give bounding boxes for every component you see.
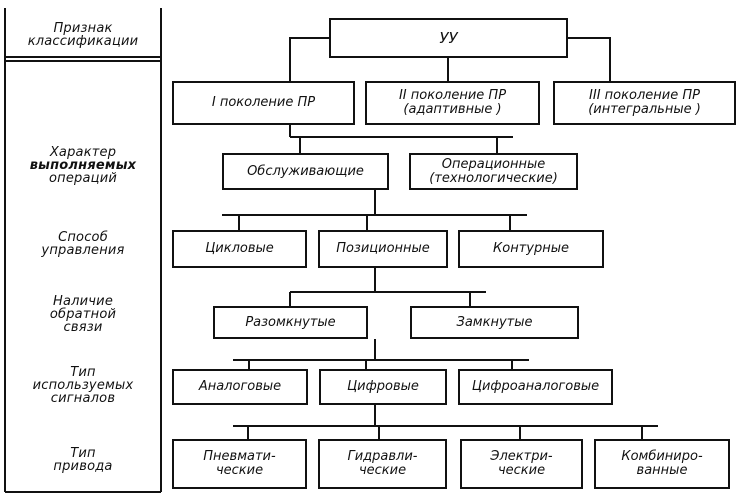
label-feedback-line-2: обратной <box>49 307 117 322</box>
node-technological-line-2: (технологические) <box>429 170 558 186</box>
node-pneumatic-line-1: Пневмати- <box>203 449 276 464</box>
label-signals-line-1: Тип <box>70 365 96 380</box>
node-generation-2-line-2: (адаптивные ) <box>403 102 502 117</box>
node-electric-line-1: Электри- <box>490 449 553 464</box>
node-generation-3-line-2: (интегральные ) <box>588 102 701 117</box>
node-closed-loop: Замкнутые <box>410 306 579 339</box>
node-hydraulic-line-2: ческие <box>358 463 407 478</box>
node-positional-text: Позиционные <box>336 241 430 256</box>
label-operations-line-2: выполняемых <box>29 158 137 173</box>
node-root-uu: УУ <box>329 18 568 58</box>
header-label: Признак классификации <box>6 22 160 48</box>
node-combined: Комбиниро- ванные <box>594 439 730 489</box>
label-signals-line-3: сигналов <box>50 391 116 406</box>
node-electric-line-2: ческие <box>497 463 546 478</box>
label-feedback-line-1: Наличие <box>52 294 114 309</box>
label-control-line-1: Способ <box>58 230 108 245</box>
node-closed-loop-text: Замкнутые <box>456 314 533 330</box>
label-drive-line-1: Тип <box>70 446 96 461</box>
node-digital-text: Цифровые <box>347 379 419 394</box>
node-hybrid-text: Цифроаналоговые <box>471 379 600 394</box>
node-open-loop-text: Разомкнутые <box>245 314 336 330</box>
node-analog: Аналоговые <box>172 369 308 405</box>
node-technological: Операционные (технологические) <box>409 153 578 190</box>
node-digital: Цифровые <box>319 369 447 405</box>
node-contour-text: Контурные <box>493 241 569 256</box>
node-hybrid: Цифроаналоговые <box>458 369 613 405</box>
node-cyclic: Цикловые <box>172 230 307 268</box>
label-operations-line-3: операций <box>48 171 117 186</box>
node-cyclic-text: Цикловые <box>205 241 274 256</box>
header-line-2: классификации <box>27 34 139 49</box>
label-operations-line-1: Характер <box>49 145 117 160</box>
node-generation-2-line-1: II поколение ПР <box>398 88 507 103</box>
node-contour: Контурные <box>458 230 604 268</box>
node-generation-3-line-1: III поколение ПР <box>589 88 700 103</box>
node-generation-1-text: I поколение ПР <box>211 95 316 110</box>
node-hydraulic: Гидравли- ческие <box>318 439 447 489</box>
node-generation-3: III поколение ПР (интегральные ) <box>553 81 736 125</box>
node-hydraulic-line-1: Гидравли- <box>347 449 418 464</box>
label-feedback-line-3: связи <box>63 320 103 335</box>
label-signals: Тип используемых сигналов <box>6 366 160 405</box>
label-control: Способ управления <box>6 231 160 257</box>
header-line-1: Признак <box>53 21 113 36</box>
node-positional: Позиционные <box>318 230 448 268</box>
node-pneumatic-line-2: ческие <box>215 463 264 478</box>
node-technological-line-1: Операционные <box>441 156 546 172</box>
label-drive-line-2: привода <box>53 459 113 474</box>
node-generation-2: II поколение ПР (адаптивные ) <box>365 81 540 125</box>
node-combined-line-2: ванные <box>636 463 688 478</box>
node-analog-text: Аналоговые <box>198 379 282 394</box>
node-electric: Электри- ческие <box>460 439 583 489</box>
node-generation-1: I поколение ПР <box>172 81 355 125</box>
node-service: Обслуживающие <box>222 153 389 190</box>
label-operations: Характер выполняемых операций <box>6 146 160 185</box>
label-signals-line-2: используемых <box>32 378 134 393</box>
label-feedback: Наличие обратной связи <box>6 295 160 334</box>
node-open-loop: Разомкнутые <box>213 306 368 339</box>
node-combined-line-1: Комбиниро- <box>621 449 703 464</box>
node-root-text: УУ <box>439 29 458 47</box>
label-drive: Тип привода <box>6 447 160 473</box>
label-control-line-2: управления <box>41 243 125 258</box>
node-service-text: Обслуживающие <box>247 163 364 179</box>
node-pneumatic: Пневмати- ческие <box>172 439 307 489</box>
